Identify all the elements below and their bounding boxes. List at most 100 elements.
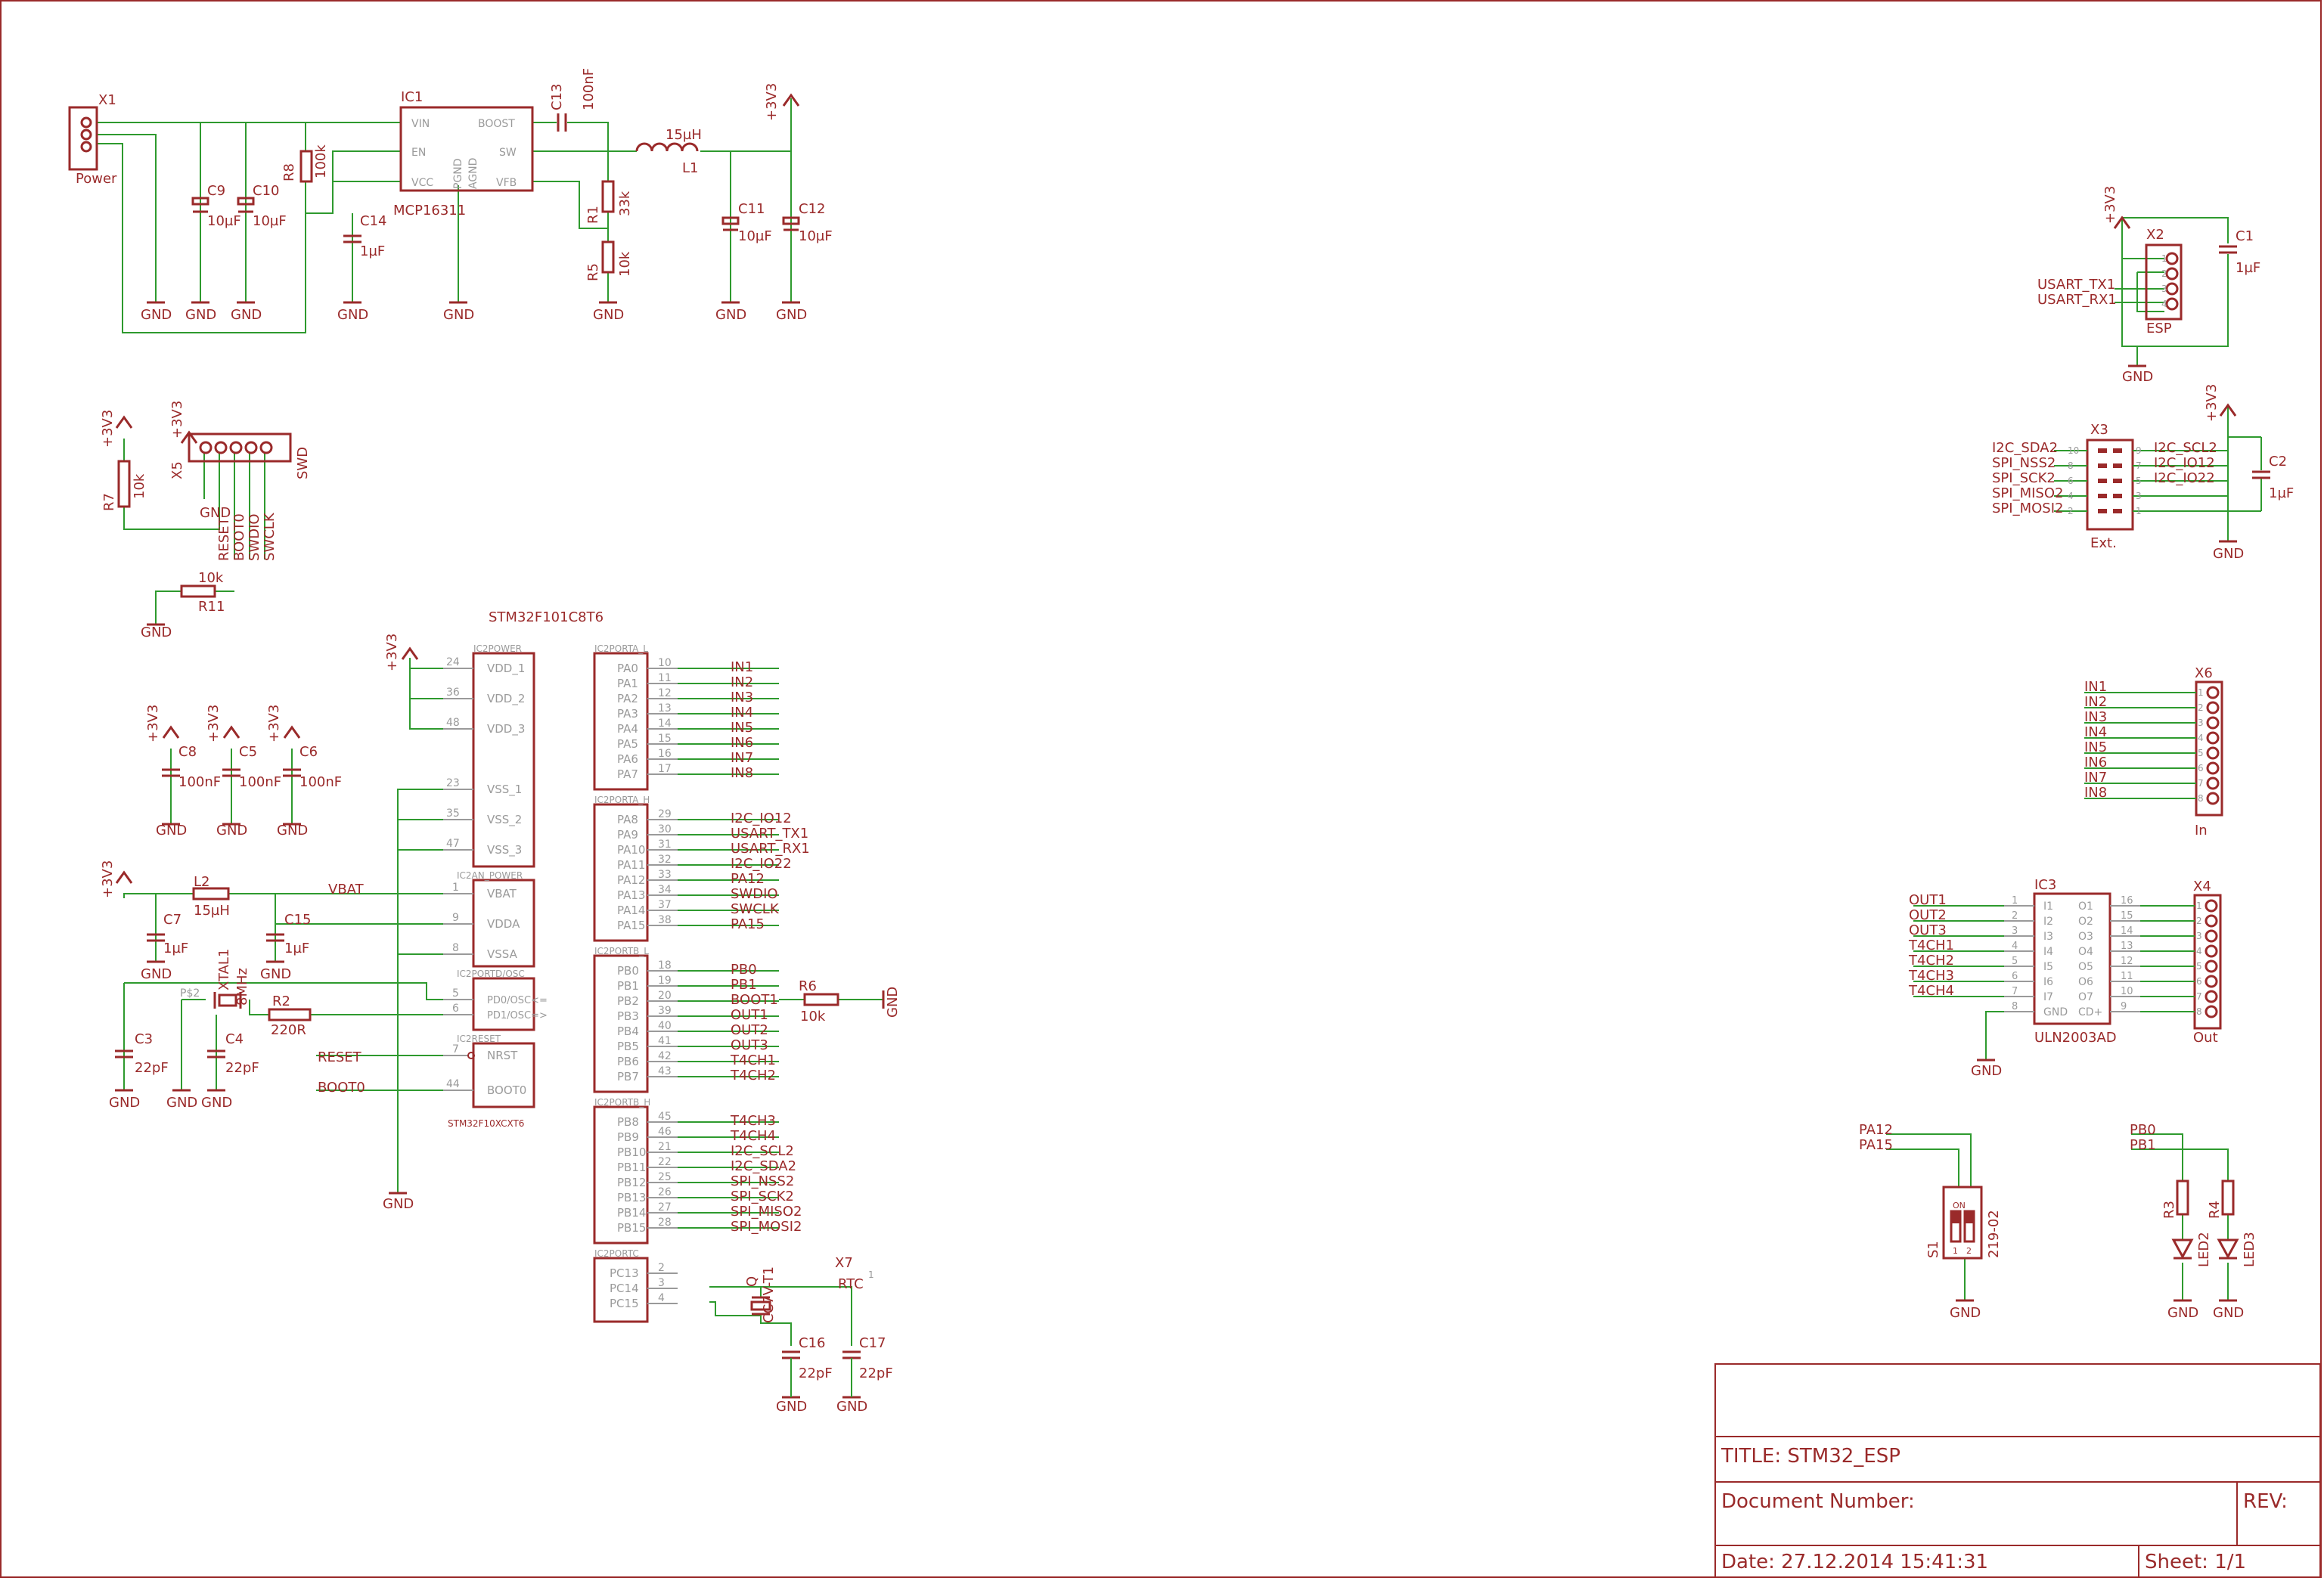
ic3-net-label: OUT1 [1909, 892, 1947, 908]
nrst-inverter-bubble [467, 1052, 475, 1059]
x3-ext-connector [2086, 439, 2134, 531]
c3-value: 22pF [135, 1060, 169, 1076]
v33-label: +3V3 [145, 705, 161, 742]
mcu-net-label: SWDIO [731, 886, 778, 902]
x3-pin-pad [2113, 509, 2122, 513]
mcu-pin-num: 7 [452, 1043, 459, 1055]
x3-pin-pad [2098, 448, 2107, 453]
mcu-net-label: OUT2 [731, 1022, 768, 1038]
mcu-net-label: IN6 [731, 735, 753, 751]
mcu-pin-name: PB9 [617, 1130, 639, 1144]
x6-pin [2206, 761, 2220, 775]
mcu-net-label: T4CH2 [730, 1068, 776, 1083]
r1-label: R1 [585, 206, 601, 224]
x7-value: CC7V-T1 [761, 1266, 777, 1323]
mcu-power-wires [397, 658, 443, 1193]
gnd-label: GND [109, 1095, 140, 1111]
c3-label: C3 [135, 1031, 153, 1047]
r6-boot1: R6 10k GND [779, 978, 901, 1024]
mcu-pin-num: 8 [452, 942, 459, 954]
ic3-pin-name: I5 [2043, 961, 2053, 973]
mcu-pin-name: PB14 [617, 1206, 646, 1220]
ic3-pin-name: CD+ [2078, 1006, 2102, 1018]
x4-pin [2205, 929, 2218, 943]
mcu-pin-name: PA8 [617, 813, 638, 826]
c14-value: 1µF [360, 243, 385, 259]
x3-pin-num: 6 [2068, 476, 2074, 486]
mcu-pin-num: 13 [658, 702, 672, 715]
mcu-pin-num: 35 [446, 807, 460, 820]
x3-pin-pad [2098, 509, 2107, 513]
gnd-label: GND [715, 307, 746, 323]
mcu-pin-num: 5 [452, 987, 459, 1000]
mcu-pin-num: 30 [658, 823, 672, 835]
r8-resistor [299, 150, 313, 183]
x4-value: Out [2193, 1030, 2218, 1046]
mcu-section-label: IC2PORTA_L [594, 643, 648, 654]
x6-value: In [2195, 823, 2208, 838]
led-section: PB0 PB1 R3 R4 LED2 LED3 GND GND [2130, 1122, 2257, 1321]
mcu-net-label: SPI_MOSI2 [731, 1219, 802, 1235]
mcu-pin-num: 22 [658, 1156, 672, 1168]
mcu-net-label: PB1 [731, 977, 757, 993]
swd-net-reset: RESET [216, 516, 232, 561]
x2-pin [2165, 267, 2179, 281]
x6-pin-num: 4 [2198, 733, 2204, 743]
x5-pin-3 [229, 441, 243, 454]
c17-label: C17 [859, 1335, 886, 1351]
title-block [1714, 1363, 2321, 1578]
x2-pin-num: 4 [2161, 299, 2167, 309]
r11-value: 10k [198, 570, 224, 586]
ic1-pin-en: EN [411, 147, 426, 159]
c12-value: 10µF [799, 228, 833, 244]
mcu-pin-num: 23 [446, 777, 460, 789]
c11-capacitor [721, 216, 740, 231]
mcu-pin-name: PB6 [617, 1055, 639, 1068]
x5-pin-1 [199, 441, 213, 454]
ic1-label: IC1 [401, 89, 423, 105]
gnd-label: GND [200, 505, 231, 521]
c12-capacitor [782, 216, 800, 231]
l2-label: L2 [194, 874, 209, 890]
c15-value: 1µF [284, 941, 309, 956]
x2-pin [2165, 297, 2179, 311]
esp-net-rx: USART_RX1 [2037, 292, 2117, 308]
x6-pin-num: 1 [2198, 687, 2204, 698]
x6-net-label: IN3 [2084, 709, 2107, 725]
x6-pin [2206, 731, 2220, 745]
s1-switch-2-knob [1965, 1211, 1974, 1223]
ic3-pin-num: 13 [2121, 941, 2133, 952]
led-net-pb0: PB0 [2130, 1122, 2156, 1138]
v33-supply-symbol [162, 725, 180, 739]
c13-label: C13 [549, 84, 565, 110]
mcu-pin-num: 9 [452, 912, 459, 924]
gnd-label: GND [337, 307, 368, 323]
x3-pin-pad [2113, 463, 2122, 468]
mcu-pin-name: PA14 [617, 904, 645, 917]
ic3-net-label: T4CH3 [1908, 968, 1954, 984]
x5-pin-2 [214, 441, 228, 454]
mcu-pin-num: 10 [658, 657, 672, 669]
clock-wires [123, 893, 443, 1091]
mcu-pin-num: 39 [658, 1005, 672, 1017]
x7-pin-num: 1 [868, 1269, 874, 1280]
mcu-pin-name: PB4 [617, 1024, 639, 1038]
s1-dip-switch [1942, 1186, 1983, 1260]
ic3-pin-name: I3 [2043, 931, 2053, 943]
x6-pin-num: 3 [2198, 718, 2204, 728]
c9-label: C9 [207, 183, 225, 199]
x4-pin [2205, 944, 2218, 958]
mcu-pin-num: 44 [446, 1078, 460, 1090]
mcu-pin-num: 2 [658, 1262, 665, 1274]
reset-net: RESET [318, 1049, 362, 1065]
c4-value: 22pF [225, 1060, 259, 1076]
mcu-net-label: IN4 [731, 705, 753, 721]
mcu-net-label: USART_RX1 [731, 841, 810, 857]
mcu-net-label: IN5 [731, 720, 753, 736]
mcu-port-box [593, 954, 649, 1093]
v33-supply-symbol [115, 870, 133, 884]
mcu-power-box [472, 652, 535, 868]
mcu-pin-num: 11 [658, 672, 672, 684]
gnd-label: GND [185, 307, 216, 323]
l2-value: 15µH [194, 903, 230, 919]
